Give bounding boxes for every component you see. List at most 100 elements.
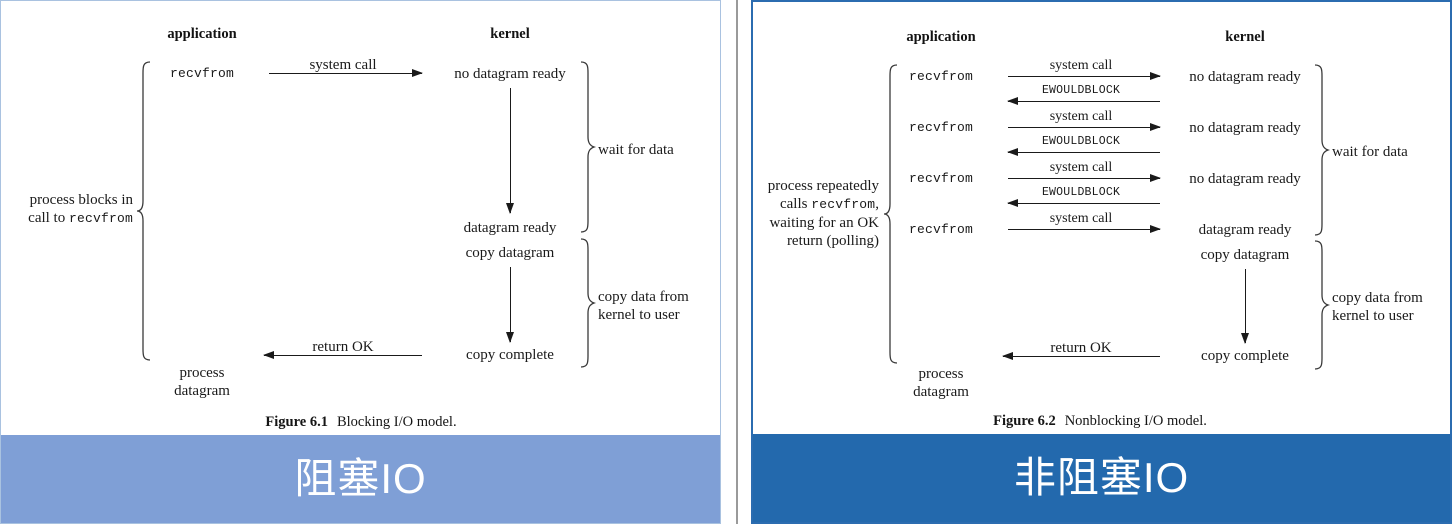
- right-kernel-state-4: datagram ready: [1198, 222, 1292, 238]
- left-brace-label: process blocks in call to recvfrom: [9, 191, 133, 228]
- left-process-datagram: process datagram: [174, 364, 230, 401]
- left-figure-caption-text: Blocking I/O model.: [336, 414, 457, 430]
- right-arrow-label-return-ok: return OK: [1050, 340, 1112, 356]
- left-brace-label-line2: call to recvfrom: [9, 209, 133, 227]
- arrow-head: [506, 332, 514, 343]
- arrow-head: [1007, 199, 1018, 207]
- left-process-datagram-line2: datagram: [174, 383, 230, 400]
- left-arrow-label-system-call: system call: [309, 57, 377, 73]
- arrow-shaft: [1008, 203, 1160, 204]
- blocking-io-figure: application kernel process blocks in cal…: [1, 1, 720, 437]
- right-kernel-copy-arrow: [1241, 269, 1250, 344]
- arrow-shaft: [1008, 127, 1160, 128]
- arrow-shaft: [264, 355, 422, 356]
- left-figure-caption-number: Figure 6.1: [265, 414, 328, 430]
- arrow-shaft: [1008, 178, 1160, 179]
- right-process-datagram: process datagram: [913, 365, 969, 402]
- left-figure-caption: Figure 6.1 Blocking I/O model.: [265, 414, 456, 431]
- right-kernel-state-1: no datagram ready: [1189, 69, 1301, 85]
- right-arrow-3: [1008, 123, 1161, 132]
- arrow-shaft: [269, 73, 422, 74]
- right-copy-brace: [1313, 240, 1331, 370]
- nonblocking-io-caption-text: 非阻塞IO: [1013, 454, 1190, 501]
- left-kernel-state-1: no datagram ready: [454, 66, 566, 82]
- blocking-io-caption-text: 阻塞IO: [294, 455, 427, 502]
- right-figure-caption: Figure 6.2 Nonblocking I/O model.: [993, 413, 1207, 430]
- right-recvfrom-call-2: recvfrom: [908, 120, 974, 135]
- left-brace-label-line2-mono: recvfrom: [68, 211, 133, 227]
- right-arrow-label-4: EWOULDBLOCK: [1041, 135, 1121, 148]
- left-brace-label-line1: process blocks in: [29, 192, 133, 208]
- arrow-head: [412, 69, 423, 77]
- arrow-head: [506, 203, 514, 214]
- arrow-head: [1150, 174, 1161, 182]
- right-process-datagram-line1: process: [918, 366, 964, 382]
- right-kernel-header: kernel: [1225, 29, 1265, 45]
- right-brace-label-line4: return (polling): [786, 232, 879, 249]
- left-copy-data-line2: kernel to user: [598, 307, 680, 324]
- right-arrow-label-7: system call: [1049, 211, 1113, 226]
- left-copy-data-line1: copy data from: [598, 289, 689, 305]
- right-brace-label-line1: process repeatedly: [767, 178, 879, 194]
- arrow-shaft: [1008, 152, 1160, 153]
- arrow-shaft: [1245, 269, 1246, 343]
- right-figure-caption-number: Figure 6.2: [993, 413, 1056, 429]
- arrow-head: [1007, 97, 1018, 105]
- right-application-brace: [883, 64, 899, 364]
- right-copy-data-line1: copy data from: [1332, 290, 1423, 306]
- right-brace-label-line3: waiting for an OK: [769, 214, 879, 231]
- arrow-head: [1002, 352, 1013, 360]
- right-wait-for-data-label: wait for data: [1332, 144, 1408, 160]
- left-arrow-return-ok: [263, 351, 422, 360]
- arrow-head: [1241, 333, 1249, 344]
- left-wait-brace: [579, 61, 597, 233]
- arrow-shaft: [510, 88, 511, 213]
- right-arrow-7: [1008, 225, 1161, 234]
- right-brace-label-line2: calls recvfrom,: [753, 195, 879, 213]
- right-arrow-2: [1007, 97, 1160, 106]
- right-brace-label: process repeatedly calls recvfrom, waiti…: [753, 177, 879, 250]
- right-copy-data-label: copy data from kernel to user: [1332, 289, 1423, 326]
- right-arrow-6: [1007, 199, 1160, 208]
- right-arrow-label-6: EWOULDBLOCK: [1041, 186, 1121, 199]
- left-arrow-label-return-ok: return OK: [312, 339, 374, 355]
- right-arrow-label-5: system call: [1049, 160, 1113, 175]
- left-application-header: application: [167, 26, 237, 42]
- arrow-shaft: [1008, 229, 1160, 230]
- left-kernel-state-4: copy complete: [466, 347, 554, 363]
- right-process-datagram-line2: datagram: [913, 384, 969, 401]
- nonblocking-io-caption-bar: 非阻塞IO: [753, 434, 1450, 522]
- left-kernel-state-3: copy datagram: [465, 245, 555, 261]
- left-kernel-state-2: datagram ready: [463, 220, 557, 236]
- left-kernel-wait-arrow: [506, 88, 515, 214]
- right-figure-caption-text: Nonblocking I/O model.: [1064, 413, 1207, 429]
- right-arrow-1: [1008, 72, 1161, 81]
- arrow-head: [1150, 225, 1161, 233]
- right-kernel-state-2: no datagram ready: [1189, 120, 1301, 136]
- arrow-shaft: [1008, 76, 1160, 77]
- right-kernel-state-3: no datagram ready: [1189, 171, 1301, 187]
- right-kernel-state-5: copy datagram: [1200, 247, 1290, 263]
- right-arrow-5: [1008, 174, 1161, 183]
- right-recvfrom-call-1: recvfrom: [908, 69, 974, 84]
- arrow-shaft: [1008, 101, 1160, 102]
- right-arrow-label-3: system call: [1049, 109, 1113, 124]
- blocking-io-panel: application kernel process blocks in cal…: [0, 0, 721, 524]
- left-kernel-copy-arrow: [506, 267, 515, 343]
- right-kernel-state-6: copy complete: [1201, 348, 1289, 364]
- arrow-shaft: [1003, 356, 1160, 357]
- left-brace-label-line2-pre: call to: [28, 210, 69, 227]
- blocking-io-caption-bar: 阻塞IO: [1, 435, 720, 523]
- arrow-head: [1150, 123, 1161, 131]
- left-application-brace: [136, 61, 152, 361]
- right-copy-data-line2: kernel to user: [1332, 308, 1414, 325]
- left-kernel-header: kernel: [490, 26, 530, 42]
- left-recvfrom-call-1: recvfrom: [169, 66, 235, 81]
- right-brace-label-line2-mono: recvfrom: [811, 197, 876, 213]
- right-recvfrom-call-3: recvfrom: [908, 171, 974, 186]
- arrow-shaft: [510, 267, 511, 342]
- arrow-head: [263, 351, 274, 359]
- left-process-datagram-line1: process: [179, 365, 225, 381]
- arrow-head: [1150, 72, 1161, 80]
